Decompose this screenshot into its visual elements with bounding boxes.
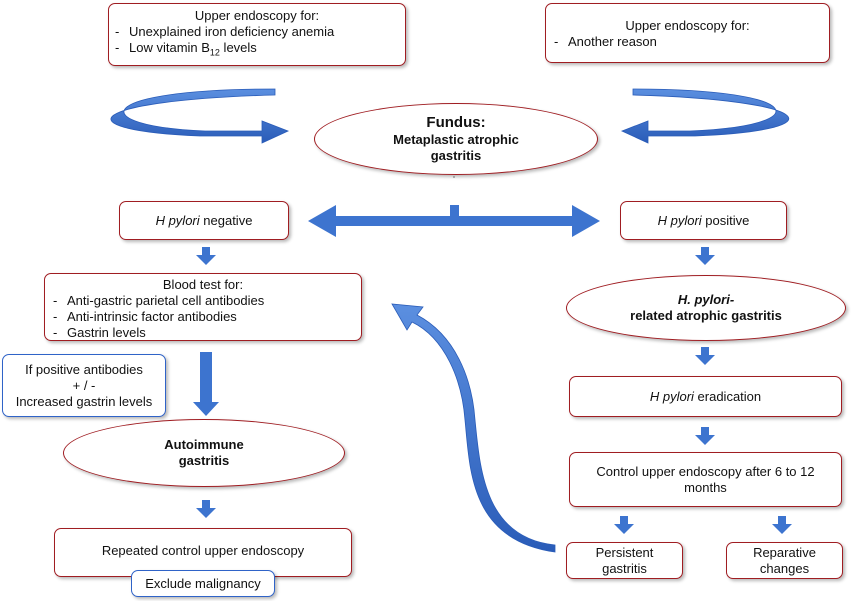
fundus-line-1: Metaplastic atrophic [393,132,519,147]
endoscopy-other-item-1: - Another reason [554,34,657,49]
hp-negative-box: H pylori negative [119,201,289,240]
blood-test-box: Blood test for: - Anti-gastric parietal … [44,273,362,341]
blood-test-item-1: - Anti-gastric parietal cell antibodies [53,293,265,308]
blood-test-title: Blood test for: [162,277,244,292]
autoimmune-ellipse: Autoimmune gastritis [63,419,345,487]
left-swirl-arrow [110,88,290,144]
down-arrow-erad-control [695,427,715,445]
endoscopy-anemia-title: Upper endoscopy for: [194,8,320,23]
autoimmune-line-2: gastritis [178,453,230,468]
hp-positive-box: H pylori positive [620,201,787,240]
fundus-stem [450,205,459,219]
exclude-malignancy-label: Exclude malignancy [145,575,261,591]
control-endoscopy-line-1: Control upper endoscopy after 6 to 12 [596,463,815,479]
down-arrow-control-persist [614,516,634,534]
control-endoscopy-box: Control upper endoscopy after 6 to 12 mo… [569,452,842,507]
down-arrow-pos-related [695,247,715,265]
persistent-line-1: Persistent [595,544,654,560]
autoimmune-line-1: Autoimmune [164,437,244,452]
condition-note-box: If positive antibodies + / - Increased g… [2,354,166,417]
persistent-box: Persistent gastritis [566,542,683,579]
down-arrow-neg-blood [196,247,216,265]
endoscopy-anemia-item-1: - Unexplained iron deficiency anemia [115,24,335,39]
reparative-line-1: Reparative [753,544,816,560]
big-down-arrow [193,352,219,416]
persistent-line-2: gastritis [602,560,647,576]
eradication-box: H pylori eradication [569,376,842,417]
control-endoscopy-line-2: months [684,479,727,495]
hp-negative-label: H pylori negative [155,212,253,228]
hp-related-ellipse: H. pylori- related atrophic gastritis [566,275,846,341]
dot-mark [453,176,455,178]
repeated-control-label: Repeated control upper endoscopy [101,543,305,558]
reparative-box: Reparative changes [726,542,843,579]
hp-related-line-1: H. pylori- [677,292,735,307]
curved-return-arrow [391,303,556,553]
eradication-label: H pylori eradication [649,388,762,404]
right-swirl-arrow [620,88,790,144]
endoscopy-anemia-box: Upper endoscopy for: - Unexplained iron … [108,3,406,66]
endoscopy-anemia-item-2: - Low vitamin B12 levels [115,40,257,58]
double-arrow [308,205,600,237]
fundus-title: Fundus: [426,114,486,131]
down-arrow-related-erad [695,347,715,365]
blood-test-item-3: - Gastrin levels [53,325,146,340]
hp-positive-label: H pylori positive [657,212,750,228]
fundus-ellipse: Fundus: Metaplastic atrophic gastritis [314,103,598,175]
endoscopy-other-box: Upper endoscopy for: - Another reason [545,3,830,63]
down-arrow-control-repar [772,516,792,534]
condition-note-line-1: If positive antibodies [25,361,143,377]
hp-related-line-2: related atrophic gastritis [630,308,782,323]
down-arrow-auto-repeated [196,500,216,518]
fundus-line-2: gastritis [430,148,482,163]
exclude-malignancy-box: Exclude malignancy [131,570,275,597]
blood-test-item-2: - Anti-intrinsic factor antibodies [53,309,237,324]
condition-note-line-2: + / - [72,377,96,393]
condition-note-line-3: Increased gastrin levels [15,393,153,409]
endoscopy-other-title: Upper endoscopy for: [625,18,750,33]
reparative-line-2: changes [759,560,810,576]
